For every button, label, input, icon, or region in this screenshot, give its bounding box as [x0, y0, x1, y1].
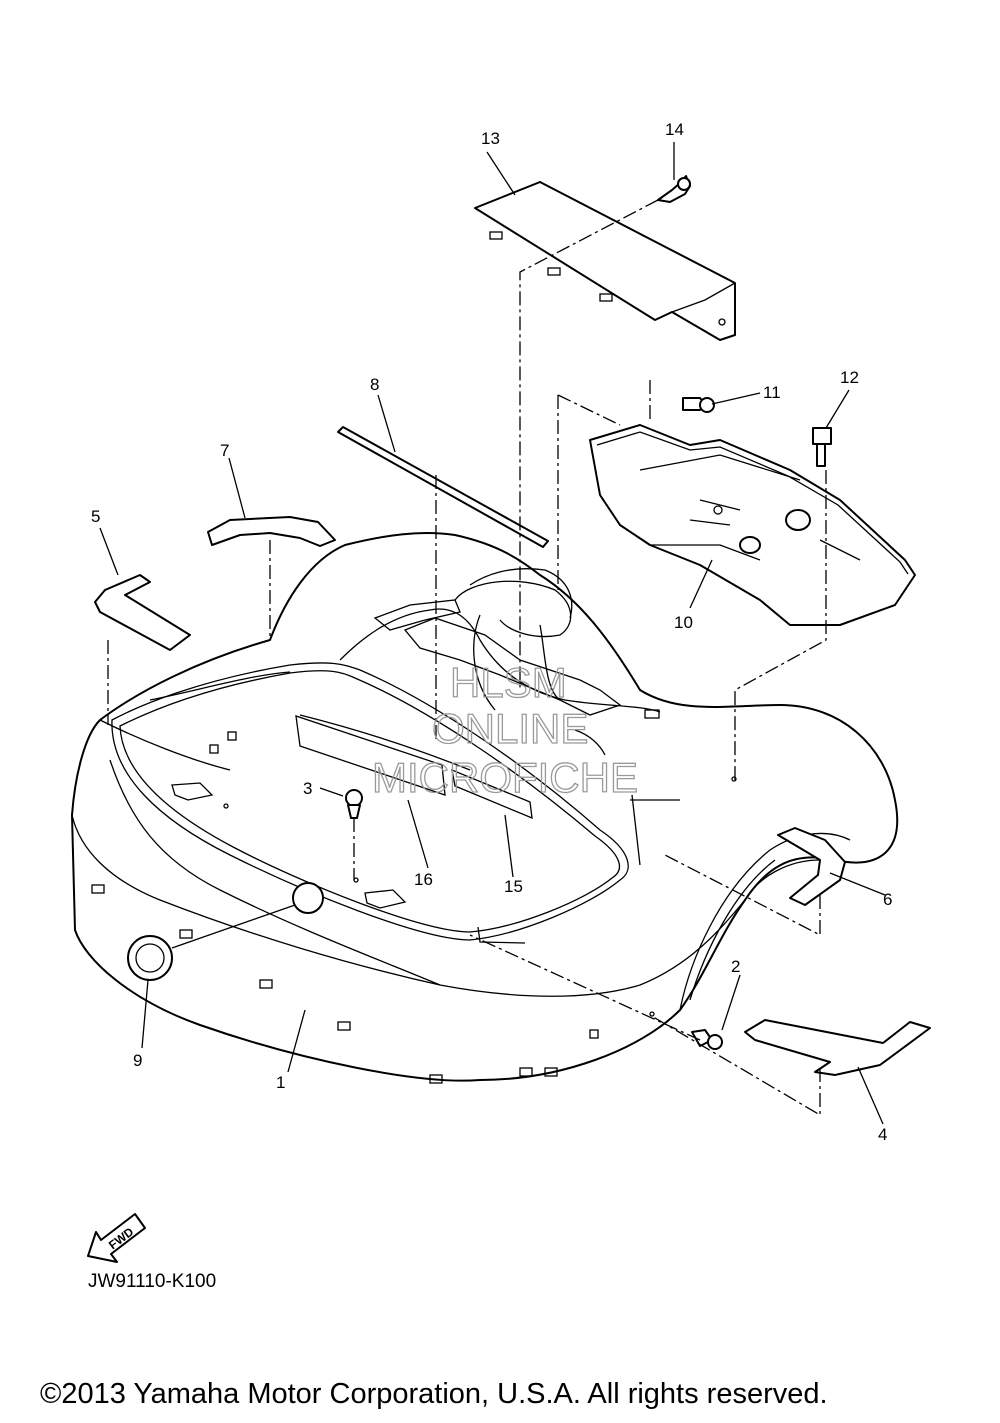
storage-tray-part [589, 424, 916, 626]
callout-4: 4 [878, 1125, 887, 1144]
watermark: HLSM ONLINE MICROFICHE [371, 658, 638, 801]
hull-shell-part [71, 532, 899, 1084]
callout-5: 5 [91, 507, 100, 526]
callout-16: 16 [414, 870, 433, 889]
watermark-line-2: ONLINE [432, 705, 588, 752]
pad-part-7 [207, 516, 336, 547]
callout-6: 6 [883, 890, 892, 909]
clip-part-3 [345, 789, 363, 819]
callout-labels: 13 14 11 12 8 7 5 10 3 16 15 6 2 9 1 4 [91, 120, 892, 1144]
rear-deck [339, 568, 737, 1017]
callout-2: 2 [731, 957, 740, 976]
clip-part-2 [691, 1029, 723, 1050]
callout-3: 3 [303, 779, 312, 798]
diagram-code: JW91110-K100 [88, 1271, 217, 1292]
grommet-part [127, 882, 324, 981]
fwd-arrow-icon: FWD [87, 1213, 146, 1263]
watermark-line-3: MICROFICHE [372, 754, 638, 801]
callout-14: 14 [665, 120, 684, 139]
strip-part-8 [337, 426, 549, 548]
callout-9: 9 [133, 1051, 142, 1070]
pad-part-6 [777, 827, 846, 906]
callout-11: 11 [763, 383, 781, 402]
copyright-notice: ©2013 Yamaha Motor Corporation, U.S.A. A… [40, 1378, 828, 1410]
callout-8: 8 [370, 375, 379, 394]
callout-10: 10 [674, 613, 693, 632]
cover-part [474, 181, 736, 341]
callout-1: 1 [276, 1073, 285, 1092]
mat-part-4 [744, 1019, 931, 1076]
callout-12: 12 [840, 368, 859, 387]
callout-13: 13 [481, 129, 500, 148]
clip-part-14 [657, 175, 691, 203]
watermark-line-1: HLSM [450, 659, 567, 706]
clip-part-11 [682, 397, 715, 413]
mat-part-5 [94, 574, 191, 651]
assembly-dash-lines [107, 199, 827, 1117]
callout-15: 15 [504, 877, 523, 896]
callout-7: 7 [220, 441, 229, 460]
bolt-part-12 [812, 427, 832, 467]
leader-lines [99, 142, 886, 1125]
